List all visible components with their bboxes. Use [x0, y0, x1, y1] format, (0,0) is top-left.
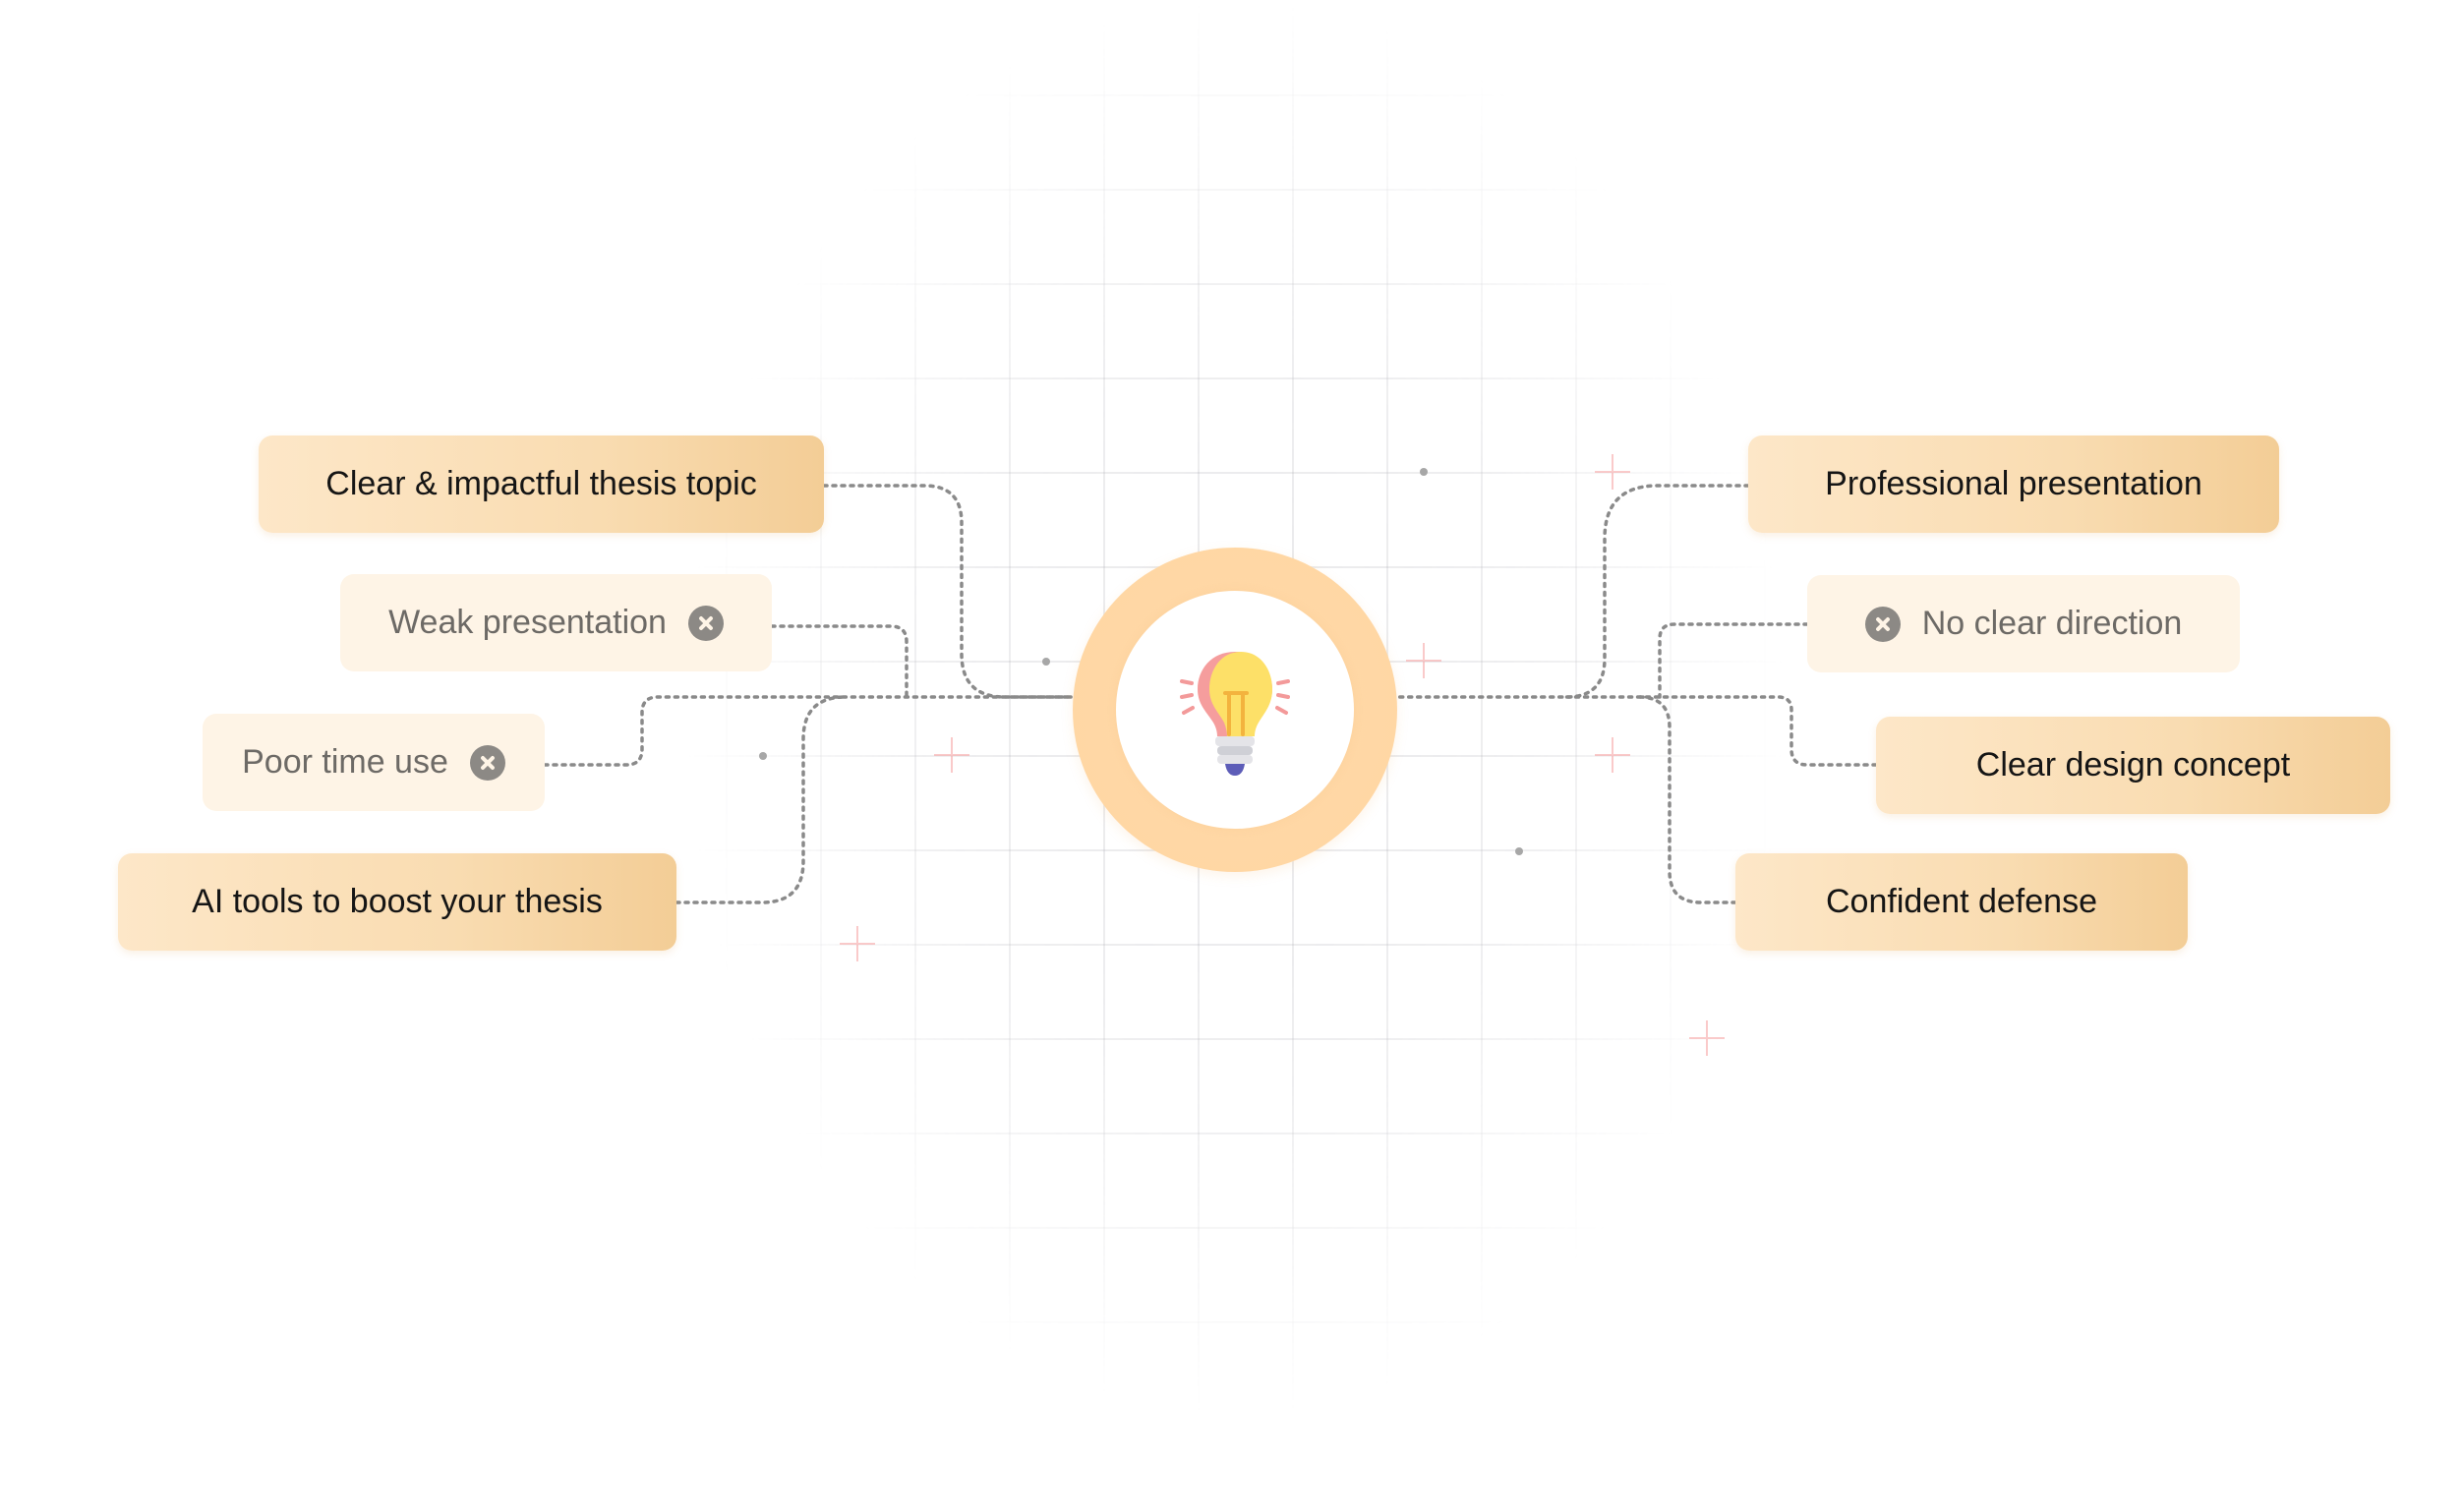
- connector-no-clear-direction: [1658, 622, 1809, 699]
- node-ai-tools: AI tools to boost your thesis: [118, 853, 676, 951]
- connector-clear-design-concept: [1564, 695, 1878, 767]
- connector-thesis-topic: [822, 484, 1075, 699]
- grid-dot: [1420, 468, 1428, 476]
- close-circle-icon: [1864, 606, 1901, 642]
- close-circle-icon: [469, 744, 505, 781]
- node-thesis-topic: Clear & impactful thesis topic: [259, 436, 824, 533]
- node-no-clear-direction: No clear direction: [1807, 575, 2240, 672]
- node-poor-time-use: Poor time use: [203, 714, 545, 811]
- grid-dot: [1042, 658, 1050, 666]
- lightbulb-icon: [1180, 652, 1290, 776]
- connector-professional-presentation: [1395, 484, 1750, 699]
- node-confident-defense: Confident defense: [1735, 853, 2188, 951]
- node-professional-presentation: Professional presentation: [1748, 436, 2279, 533]
- connector-confident-defense: [1637, 695, 1737, 904]
- node-label: Poor time use: [242, 743, 448, 781]
- node-weak-presentation: Weak presentation: [340, 574, 772, 671]
- grid-dot: [759, 752, 767, 760]
- center-hub-inner: [1116, 591, 1354, 829]
- close-circle-icon: [687, 605, 724, 641]
- node-label: Clear & impactful thesis topic: [325, 465, 757, 502]
- node-label: AI tools to boost your thesis: [192, 883, 603, 920]
- sparkle-mark: [934, 737, 969, 773]
- sparkle-mark: [1595, 454, 1630, 490]
- node-clear-design-concept: Clear design concept: [1876, 717, 2390, 814]
- node-label: Weak presentation: [388, 604, 667, 641]
- connector-weak-presentation: [770, 624, 909, 699]
- sparkle-mark: [840, 926, 875, 961]
- connector-ai-tools: [675, 695, 848, 904]
- node-label: Clear design concept: [1975, 746, 2291, 784]
- grid-dot: [1515, 847, 1523, 855]
- sparkle-mark: [1595, 737, 1630, 773]
- sparkle-mark: [1689, 1020, 1725, 1056]
- node-label: No clear direction: [1921, 605, 2183, 642]
- sparkle-mark: [1406, 643, 1441, 678]
- node-label: Confident defense: [1826, 883, 2097, 920]
- connector-poor-time-use: [543, 695, 1075, 767]
- node-label: Professional presentation: [1825, 465, 2202, 502]
- center-hub: [1073, 548, 1397, 872]
